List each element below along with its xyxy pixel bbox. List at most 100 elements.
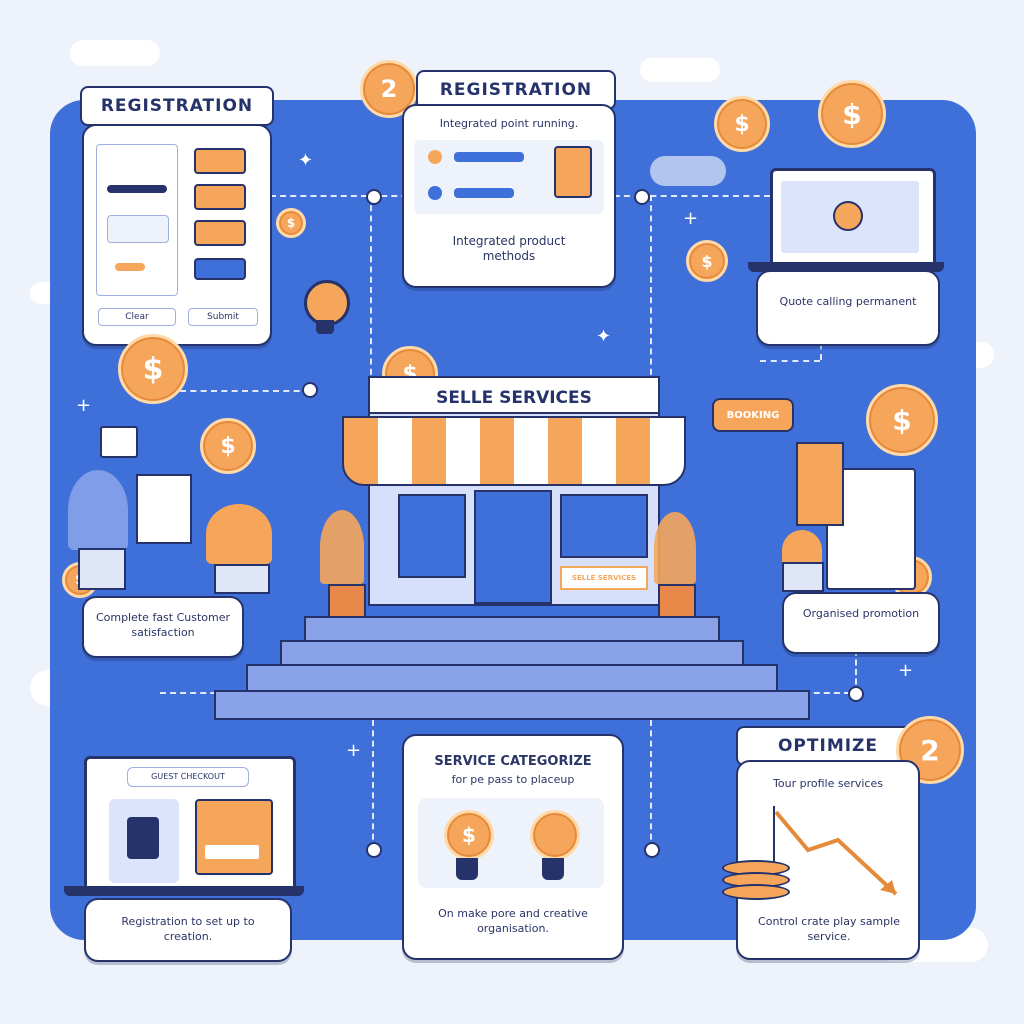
bottom-left-card: Registration to set up to creation. [84, 898, 292, 962]
plant-icon [654, 512, 696, 584]
cloud [650, 156, 726, 186]
easel-sign [136, 474, 192, 544]
left-mid-card: Complete fast Customer satisfaction [82, 596, 244, 658]
laptop-card-caption: Quote calling permanent [779, 295, 917, 308]
bulb-panel: $ [418, 798, 604, 888]
dollar-coin-icon: $ [818, 80, 886, 148]
connector [650, 195, 652, 385]
store-door[interactable] [474, 490, 552, 604]
trend-line [774, 810, 898, 896]
form-field[interactable] [107, 185, 167, 193]
laptop-card: Quote calling permanent [756, 270, 940, 346]
form-panel [96, 144, 178, 296]
form-field[interactable] [107, 215, 169, 243]
trend-arrowhead [880, 880, 896, 894]
window-sign: SELLE SERVICES [560, 566, 648, 590]
connector [760, 360, 820, 362]
registration-top-heading: Integrated point running. [439, 117, 579, 130]
right-mid-card: Organised promotion [782, 592, 940, 654]
plant-icon [68, 470, 128, 550]
dollar-coin-icon: $ [686, 240, 728, 282]
laptop-icon: GUEST CHECKOUT [84, 756, 296, 896]
plant-icon [206, 504, 272, 564]
registration-top-caption: Integrated product methods [452, 234, 566, 263]
registration-top-title: REGISTRATION [416, 70, 616, 110]
user-avatar [833, 201, 863, 231]
dollar-coin-icon: $ [200, 418, 256, 474]
house-icon [100, 426, 138, 458]
plant-pot [658, 584, 696, 618]
window-sign-text: SELLE SERVICES [571, 574, 637, 582]
submit-button[interactable]: Submit [188, 308, 258, 326]
form-field[interactable] [115, 263, 145, 271]
plant-icon [320, 510, 364, 584]
connector-node [366, 842, 382, 858]
registration-left-title: REGISTRATION [80, 86, 274, 126]
bottom-left-caption: Registration to set up to creation. [121, 915, 255, 943]
integration-panel [414, 140, 604, 214]
clear-button[interactable]: Clear [98, 308, 176, 326]
lightbulb-icon [530, 810, 580, 860]
checkout-form [195, 799, 273, 875]
screen-label: GUEST CHECKOUT [127, 767, 249, 787]
registration-top-title-text: REGISTRATION [439, 80, 593, 100]
bottom-right-subtitle: Tour profile services [773, 777, 883, 790]
bulb-base [542, 858, 564, 880]
shopping-bag-icon [109, 799, 179, 883]
sparkle-icon: + [898, 660, 914, 681]
cloud [640, 58, 720, 82]
connector [855, 650, 857, 694]
speech-bubble-text: BOOKING [726, 409, 780, 421]
bottom-right-caption: Control crate play sample service. [758, 915, 900, 943]
option-button[interactable] [194, 220, 246, 246]
plant-pot [782, 562, 824, 592]
connector-node [644, 842, 660, 858]
sparkle-icon: + [683, 208, 699, 229]
stair-step [280, 640, 744, 666]
option-button[interactable] [194, 148, 246, 174]
laptop-screen [781, 181, 919, 253]
source-icon [428, 150, 442, 164]
store-window [560, 494, 648, 558]
right-mid-caption: Organised promotion [802, 607, 920, 620]
connector [370, 195, 372, 385]
stair-step [246, 664, 778, 692]
server-icon [554, 146, 592, 198]
connector [180, 390, 310, 392]
plant-pot [328, 584, 366, 618]
trend-arrow-icon [773, 806, 898, 896]
bottom-mid-title: SERVICE CATEGORIZE [434, 754, 592, 769]
registration-top-card: Integrated point running. Integrated pro… [402, 104, 616, 288]
flow-arrow [454, 152, 524, 162]
registration-left-title-text: REGISTRATION [100, 96, 254, 116]
connector [372, 720, 374, 850]
source-icon [428, 186, 442, 200]
sparkle-icon: + [76, 395, 92, 416]
connector-node [634, 189, 650, 205]
coin-stack-layer [722, 884, 790, 900]
stair-step [214, 690, 810, 720]
sparkle-icon: ✦ [596, 326, 612, 347]
lightbulb-icon: $ [444, 810, 494, 860]
dollar-coin-icon: $ [866, 384, 938, 456]
form-field[interactable] [205, 845, 259, 859]
sparkle-icon: ✦ [298, 150, 314, 171]
dollar-coin-icon: $ [714, 96, 770, 152]
dollar-coin-icon: $ [276, 208, 306, 238]
bottom-right-title-text: OPTIMIZE [777, 736, 878, 756]
lightbulb-base [316, 320, 334, 334]
plant-pot [78, 548, 126, 590]
connector-node [848, 686, 864, 702]
bulb-base [456, 858, 478, 880]
box-stack-icon [796, 442, 844, 526]
connector [650, 720, 652, 850]
option-button[interactable] [194, 184, 246, 210]
speech-bubble: BOOKING [712, 398, 794, 432]
option-button[interactable] [194, 258, 246, 280]
cloud [70, 40, 160, 66]
bag-shape [127, 817, 159, 859]
bottom-mid-caption: On make pore and creative organisation. [438, 907, 588, 935]
connector-node [302, 382, 318, 398]
coin-stack-icon [722, 860, 790, 904]
laptop-base [64, 886, 304, 896]
